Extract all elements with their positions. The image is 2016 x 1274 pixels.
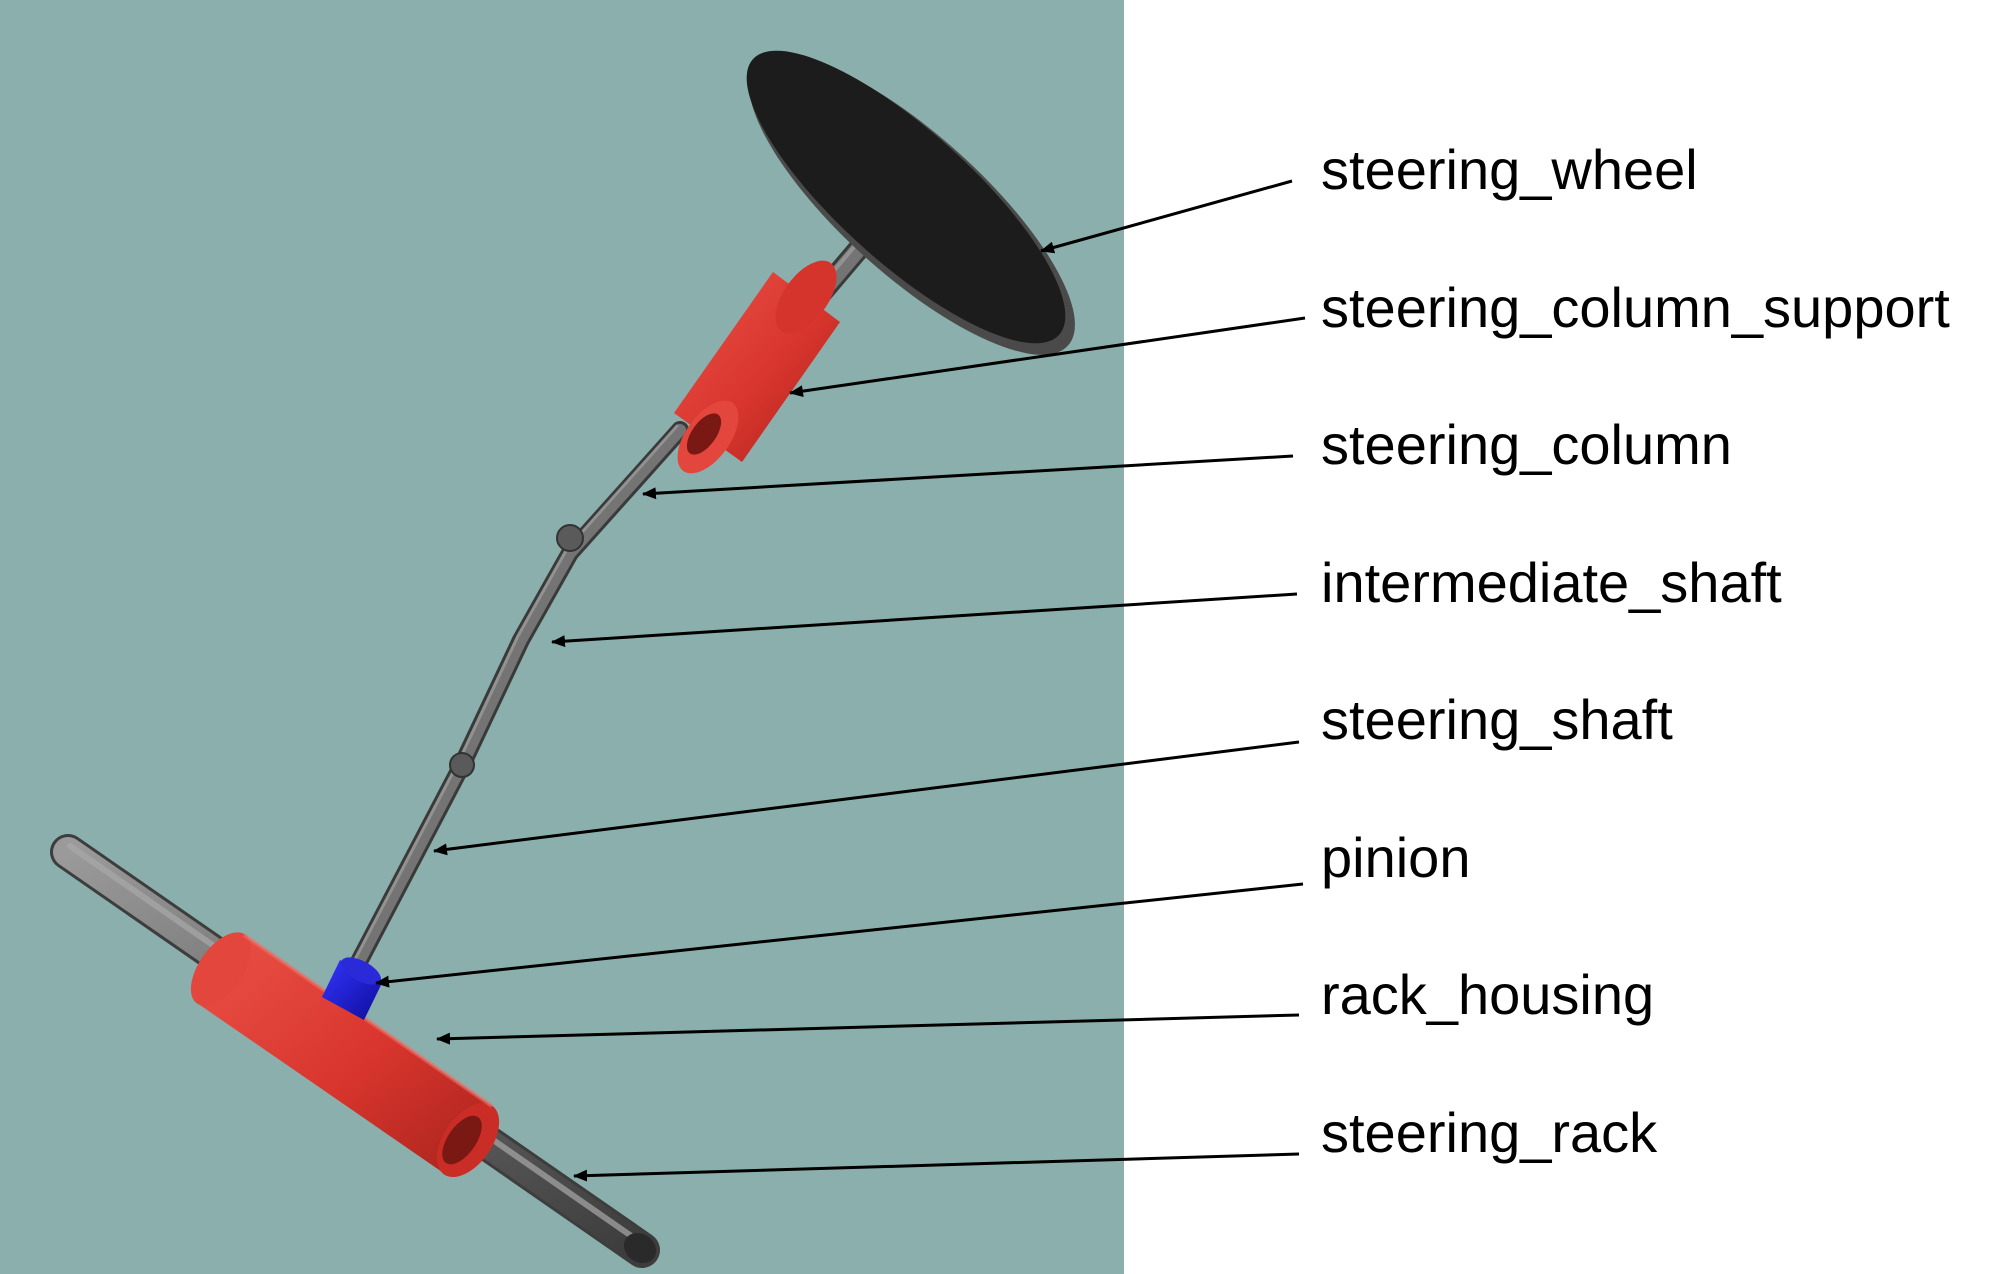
arrow-intermediate-shaft <box>551 592 1298 648</box>
label-steering-wheel: steering_wheel <box>1321 138 1698 201</box>
arrow-steering-column <box>642 454 1294 500</box>
steering-column-support <box>674 260 840 474</box>
label-steering-rack: steering_rack <box>1321 1101 1658 1164</box>
lower-universal-joint <box>449 752 475 778</box>
arrow-steering-column-support <box>789 316 1306 398</box>
steering-wheel <box>746 50 1075 355</box>
callout-arrows <box>375 179 1306 1182</box>
arrow-pinion <box>375 882 1304 988</box>
arrow-steering-wheel <box>1040 179 1293 254</box>
arrow-steering-rack <box>573 1152 1300 1182</box>
label-pinion: pinion <box>1321 826 1470 889</box>
label-steering-shaft: steering_shaft <box>1321 688 1673 751</box>
label-steering-column-support: steering_column_support <box>1321 276 1950 339</box>
rack-housing <box>190 932 500 1178</box>
upper-universal-joint <box>556 524 584 552</box>
labels: steering_wheel steering_column_support s… <box>1321 138 1950 1164</box>
shaft-assembly <box>343 421 689 984</box>
label-intermediate-shaft: intermediate_shaft <box>1321 551 1782 614</box>
label-steering-column: steering_column <box>1321 413 1732 476</box>
label-rack-housing: rack_housing <box>1321 963 1654 1026</box>
arrow-rack-housing <box>436 1013 1300 1045</box>
arrow-steering-shaft <box>433 740 1300 856</box>
pinion <box>322 957 382 1020</box>
